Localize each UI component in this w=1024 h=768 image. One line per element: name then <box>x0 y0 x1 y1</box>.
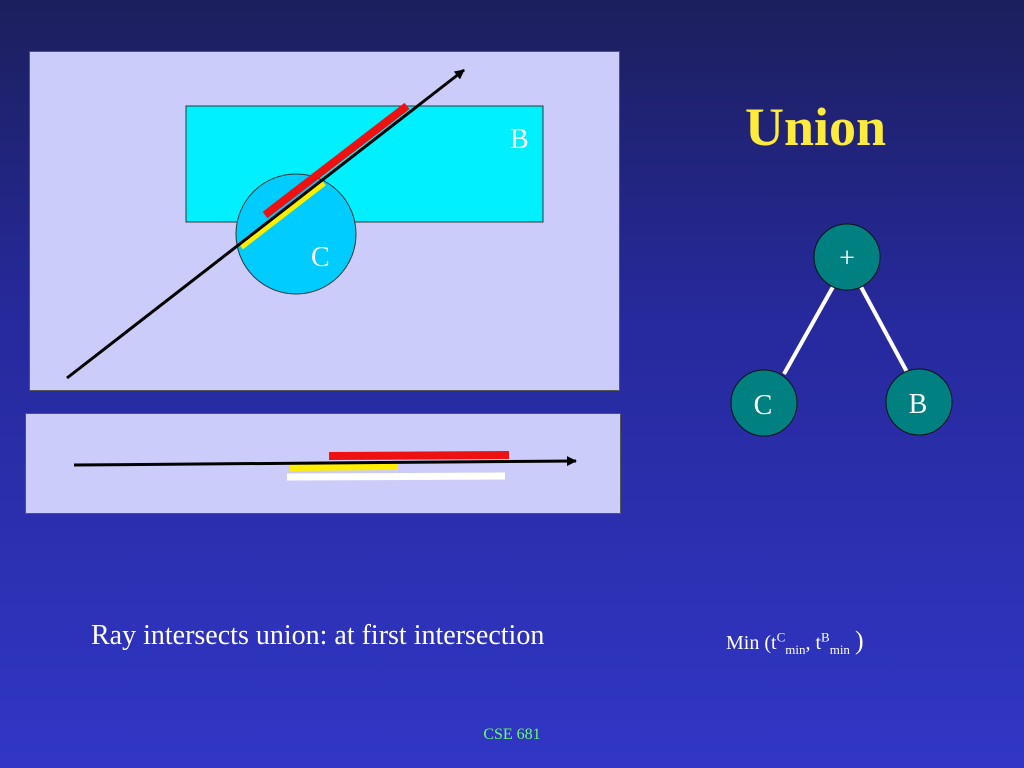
formula-sup-c: C <box>776 629 786 645</box>
tree-node-union <box>813 223 881 291</box>
formula-sup-b: B <box>821 629 830 645</box>
min-formula: Min (tCmin, tBmin ) <box>726 626 864 658</box>
tree-node-c <box>730 369 798 437</box>
parameter-ray-arrow <box>73 456 577 467</box>
rect-interval-bar <box>328 451 510 460</box>
ray-arrow <box>66 68 465 380</box>
slide-title: Union <box>745 97 887 157</box>
rect-intersection-segment <box>262 102 410 219</box>
circle-intersection-segment <box>239 180 326 250</box>
tree-node-b <box>885 368 953 436</box>
tree-node-c-label: C <box>754 390 773 421</box>
tree-edge-left <box>782 284 836 375</box>
object-b-label: B <box>510 124 529 155</box>
object-c-circle <box>235 173 357 295</box>
caption-text: Ray intersects union: at first intersect… <box>91 620 545 651</box>
tree-edge-right <box>858 284 909 373</box>
formula-separator: , t <box>805 632 822 654</box>
object-c-label: C <box>311 242 330 273</box>
tree-node-union-label: + <box>839 243 855 274</box>
formula-close-paren: ) <box>854 626 864 655</box>
formula-sub-min-b: min <box>829 642 850 657</box>
formula-sub-min-c: min <box>785 642 806 657</box>
formula-prefix: Min (t <box>726 632 777 654</box>
circle-interval-bar <box>289 462 399 471</box>
tree-node-b-label: B <box>909 389 928 420</box>
object-b-rectangle <box>185 105 544 223</box>
footer-course-label: CSE 681 <box>483 726 541 743</box>
union-interval-bar <box>286 472 506 481</box>
